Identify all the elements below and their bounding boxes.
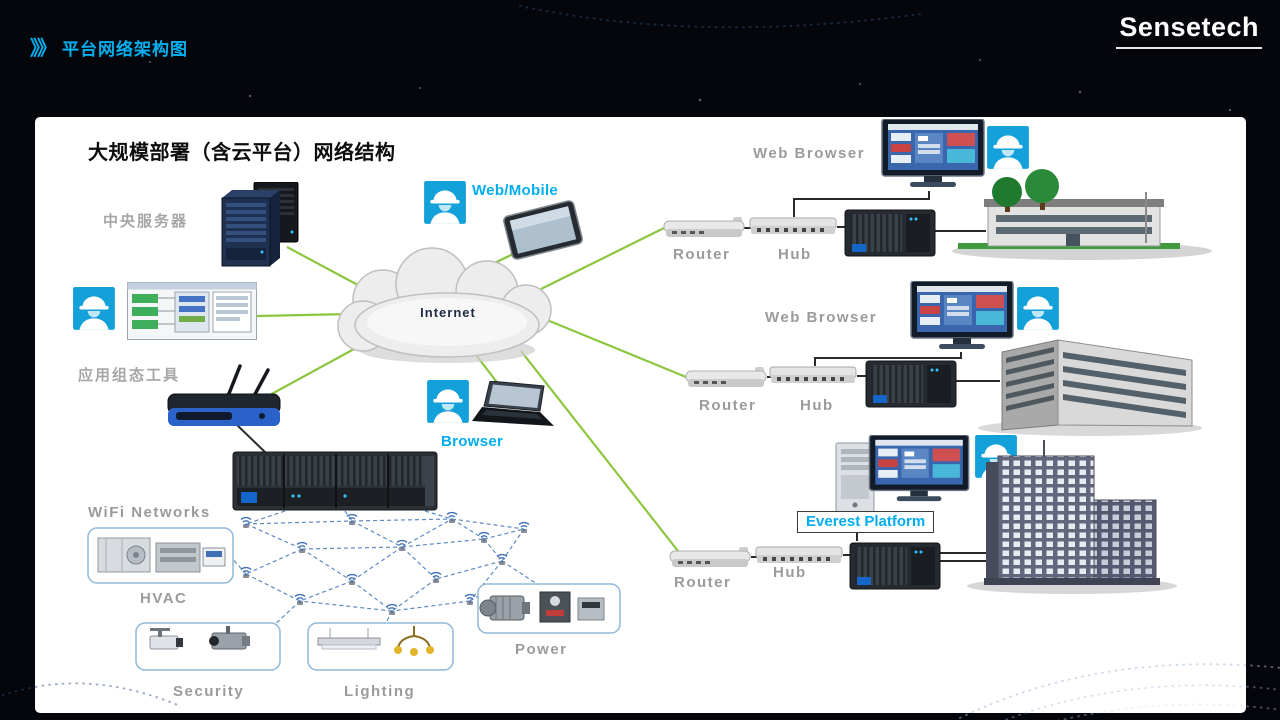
hub-label-2: Hub xyxy=(800,397,834,414)
diagram-title: 大规模部署（含云平台）网络结构 xyxy=(88,142,396,164)
router-label-1: Router xyxy=(673,246,731,263)
router-label-2: Router xyxy=(699,397,757,414)
laptop-device xyxy=(471,381,555,427)
wireless-router xyxy=(166,364,282,428)
header-chevrons-icon: 》》 xyxy=(30,38,57,60)
engineer-icon xyxy=(73,287,115,330)
everest-monitor xyxy=(868,435,970,502)
hvac-label: HVAC xyxy=(140,590,188,607)
browser-label: Browser xyxy=(441,433,504,450)
power-zone xyxy=(477,583,621,634)
power-label: Power xyxy=(515,641,568,658)
page-title: 平台网络架构图 xyxy=(62,40,188,59)
hub-label-1: Hub xyxy=(778,246,812,263)
building-industrial xyxy=(952,169,1212,260)
central-server-label: 中央服务器 xyxy=(103,213,189,230)
building-office xyxy=(978,339,1202,436)
hub-label-3: Hub xyxy=(773,564,807,581)
security-zone xyxy=(135,622,281,671)
tablet-device xyxy=(501,200,585,260)
hub-device xyxy=(755,546,843,564)
web-browser-monitor xyxy=(881,119,985,188)
config-tool-window xyxy=(127,282,257,340)
hub-device xyxy=(769,366,857,384)
gateway-module xyxy=(865,360,957,408)
internet-label: Internet xyxy=(420,305,476,320)
hvac-zone xyxy=(87,527,234,584)
brand-logo: Sensetech xyxy=(1116,12,1262,49)
config-tool-label: 应用组态工具 xyxy=(78,367,181,384)
everest-platform-label: Everest Platform xyxy=(797,511,935,533)
web-mobile-label: Web/Mobile xyxy=(472,182,559,199)
router-device xyxy=(685,366,767,388)
bg-star-dots xyxy=(149,59,1232,112)
engineer-icon xyxy=(1017,287,1059,330)
security-label: Security xyxy=(173,683,245,700)
engineer-icon xyxy=(424,181,466,224)
gateway-module xyxy=(849,542,941,590)
gateway-module xyxy=(844,209,936,257)
hub-device xyxy=(749,217,837,235)
building-tower xyxy=(967,440,1177,594)
router-device xyxy=(663,216,745,238)
central-server-towers xyxy=(221,182,299,267)
lighting-zone xyxy=(307,622,454,671)
engineer-icon xyxy=(987,126,1029,169)
controller-rack xyxy=(232,451,438,511)
internet-cloud xyxy=(337,247,552,363)
bg-decor-dots xyxy=(0,5,1280,720)
router-label-3: Router xyxy=(674,574,732,591)
wifi-networks-label: WiFi Networks xyxy=(88,504,211,521)
web-browser-monitor xyxy=(910,281,1014,350)
engineer-icon xyxy=(427,380,469,423)
web-browser-label-1: Web Browser xyxy=(753,145,866,162)
everest-server-tower xyxy=(835,442,875,513)
lighting-label: Lighting xyxy=(344,683,416,700)
web-browser-label-2: Web Browser xyxy=(765,309,878,326)
router-device xyxy=(669,546,751,568)
